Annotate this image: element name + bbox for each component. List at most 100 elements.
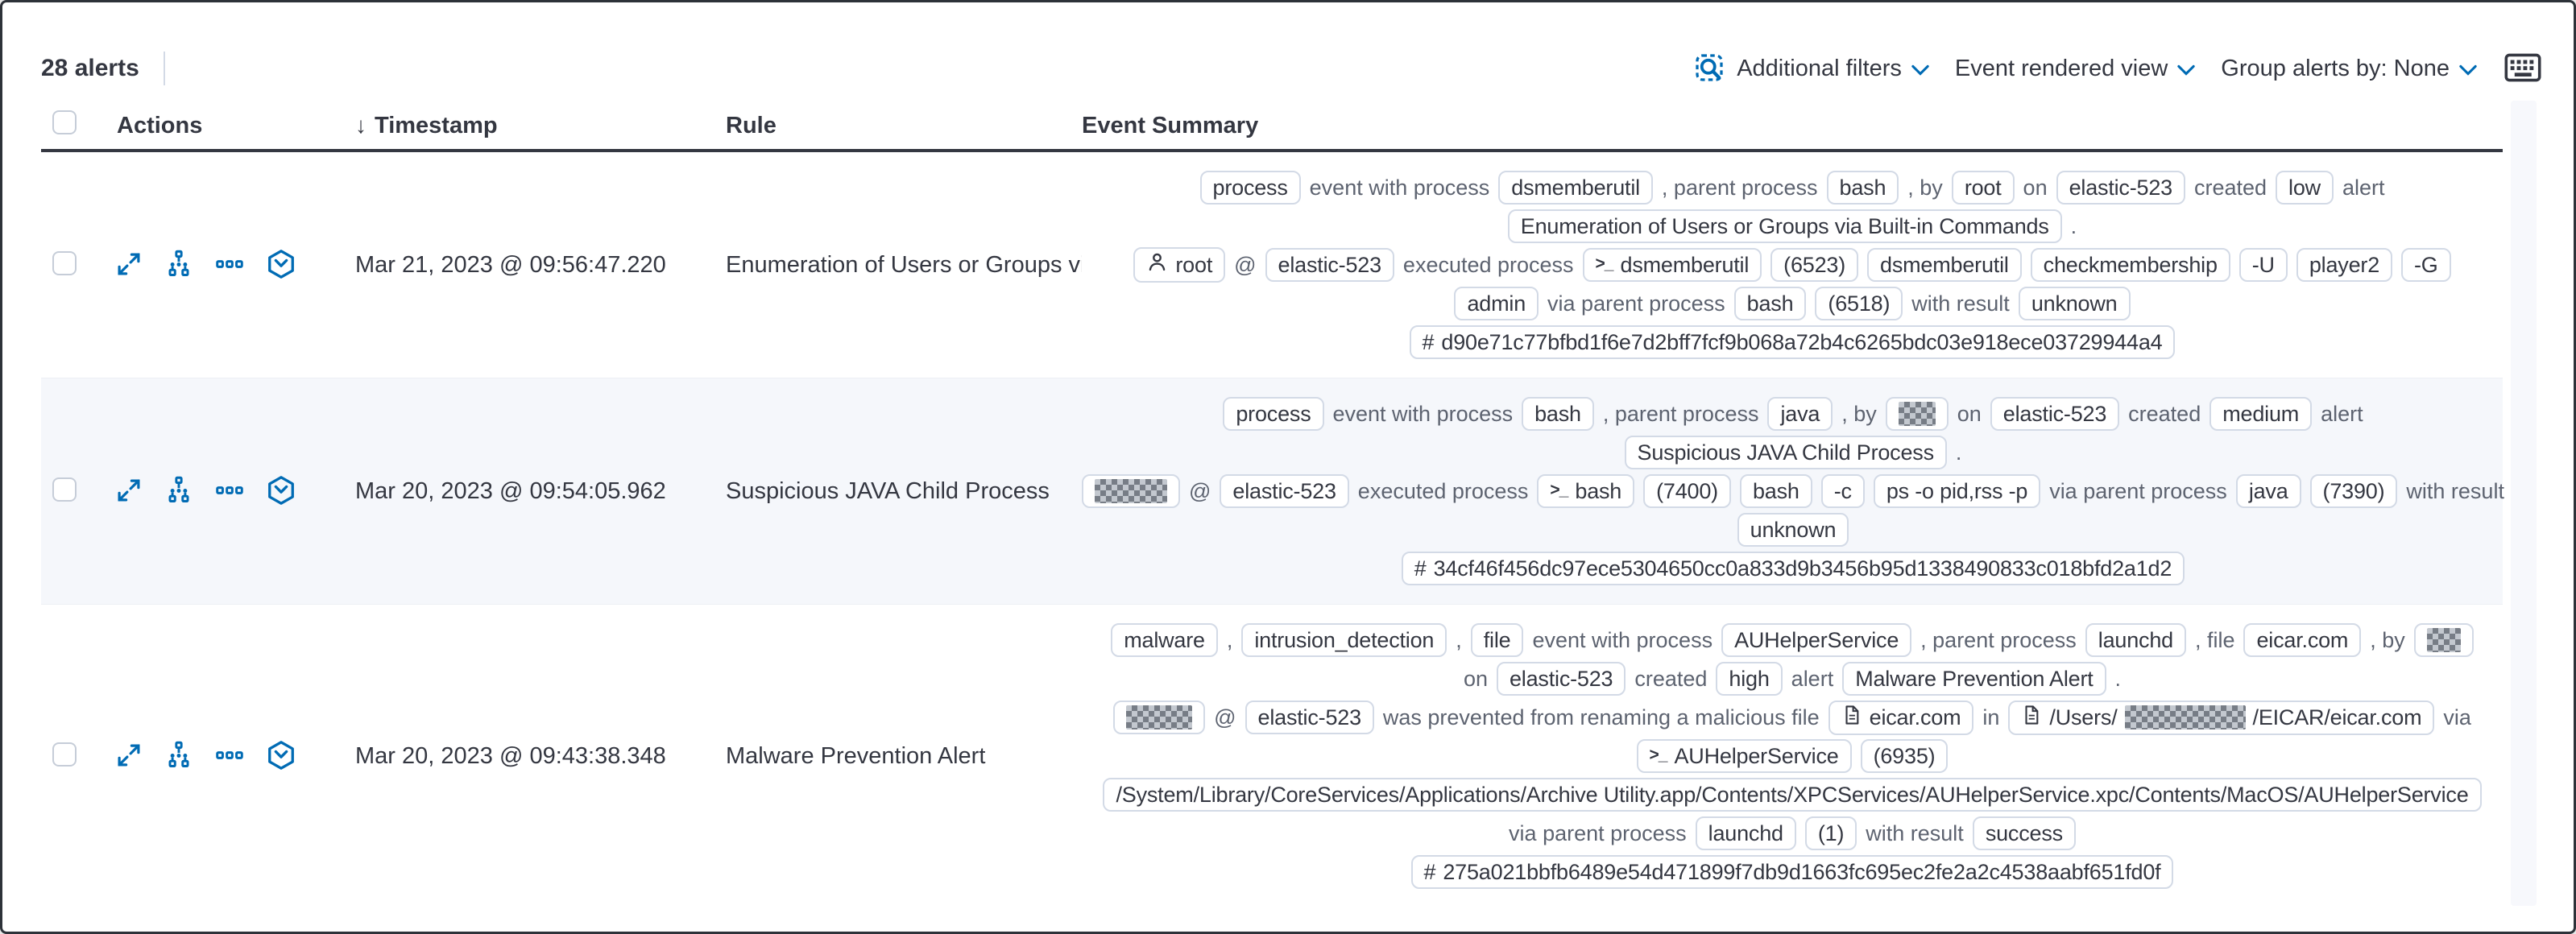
field-badge[interactable]: launchd: [2085, 623, 2186, 657]
field-badge[interactable]: -G: [2401, 248, 2451, 282]
field-badge[interactable]: elastic-523: [1265, 248, 1394, 282]
summary-text: @: [1214, 705, 1236, 729]
field-badge[interactable]: (7390): [2309, 474, 2398, 508]
field-badge[interactable]: bash: [1733, 287, 1807, 320]
field-badge[interactable]: Suspicious JAVA Child Process: [1624, 436, 1947, 469]
row-checkbox[interactable]: [52, 250, 77, 275]
timestamp-header[interactable]: ↓ Timestamp: [355, 112, 498, 138]
field-badge[interactable]: (1): [1804, 816, 1857, 850]
summary-text: .: [2070, 213, 2077, 238]
row-actions: [99, 475, 355, 508]
field-badge[interactable]: root: [1951, 171, 2015, 205]
analyze-event-button[interactable]: [164, 741, 193, 772]
field-badge[interactable]: elastic-523: [1496, 662, 1626, 696]
analyze-event-button[interactable]: [164, 476, 193, 507]
alert-rule-link[interactable]: Malware Prevention Alert: [726, 742, 986, 769]
field-badge[interactable]: /System/Library/CoreServices/Application…: [1103, 778, 2482, 812]
redacted-field-badge[interactable]: [1113, 700, 1206, 734]
field-badge[interactable]: low: [2276, 171, 2334, 205]
additional-filters-button[interactable]: Additional filters: [1737, 56, 1929, 82]
field-badge[interactable]: malware: [1111, 623, 1218, 657]
analyzer-graph-icon: [164, 741, 193, 772]
field-badge[interactable]: checkmembership: [2030, 248, 2230, 282]
field-badge[interactable]: bash: [1826, 171, 1899, 205]
field-badge[interactable]: high: [1716, 662, 1783, 696]
field-badge[interactable]: (6523): [1770, 248, 1859, 282]
field-badge[interactable]: Malware Prevention Alert: [1842, 662, 2106, 696]
process-field-badge[interactable]: >_bash: [1537, 474, 1635, 508]
field-badge[interactable]: file: [1470, 623, 1524, 657]
session-view-button[interactable]: [266, 249, 296, 282]
field-badge[interactable]: elastic-523: [1990, 397, 2120, 431]
field-badge[interactable]: medium: [2209, 397, 2313, 431]
alert-rule-link[interactable]: Suspicious JAVA Child Process: [726, 477, 1050, 504]
expand-alert-button[interactable]: [115, 250, 143, 280]
field-badge[interactable]: (7400): [1643, 474, 1731, 508]
field-badge[interactable]: success: [1972, 816, 2076, 850]
more-actions-button[interactable]: [215, 250, 244, 281]
summary-text: .: [1955, 440, 1962, 465]
field-badge[interactable]: (6518): [1815, 287, 1903, 320]
hash-field-badge[interactable]: #275a021bbfb6489e54d471899f7db9d1663fc69…: [1410, 855, 2174, 889]
field-badge[interactable]: dsmemberutil: [1498, 171, 1653, 205]
file-path-field-badge[interactable]: /Users//EICAR/eicar.com: [2008, 700, 2435, 735]
field-badge[interactable]: java: [1767, 397, 1833, 431]
session-view-button[interactable]: [266, 740, 296, 773]
more-actions-button[interactable]: [215, 741, 244, 772]
field-badge[interactable]: player2: [2296, 248, 2393, 282]
field-badge[interactable]: elastic-523: [1220, 474, 1349, 508]
field-badge[interactable]: AUHelperService: [1721, 623, 1912, 657]
field-badge[interactable]: admin: [1454, 287, 1539, 320]
field-badge[interactable]: Enumeration of Users or Groups via Built…: [1507, 209, 2062, 243]
session-view-cube-icon: [266, 740, 296, 773]
redacted-field-badge[interactable]: [1885, 397, 1949, 431]
session-view-button[interactable]: [266, 475, 296, 508]
field-badge[interactable]: java: [2235, 474, 2301, 508]
row-checkbox[interactable]: [52, 477, 77, 502]
more-actions-button[interactable]: [215, 476, 244, 507]
process-field-badge[interactable]: >_dsmemberutil: [1582, 248, 1762, 282]
keyboard-shortcuts-button[interactable]: [2504, 53, 2541, 85]
view-selector-button[interactable]: Event rendered view: [1955, 56, 2196, 82]
summary-text: on: [1463, 666, 1488, 691]
field-badge[interactable]: bash: [1739, 474, 1812, 508]
analyze-event-button[interactable]: [164, 250, 193, 281]
alert-rule-link[interactable]: Enumeration of Users or Groups via Bui: [726, 251, 1082, 278]
field-badge[interactable]: elastic-523: [2056, 171, 2185, 205]
expand-alert-button[interactable]: [115, 477, 143, 506]
field-badge[interactable]: process: [1199, 171, 1301, 205]
field-badge[interactable]: -c: [1820, 474, 1865, 508]
field-badge[interactable]: bash: [1522, 397, 1594, 431]
field-badge[interactable]: unknown: [1737, 513, 1849, 547]
field-badge[interactable]: launchd: [1695, 816, 1796, 850]
alert-timestamp: Mar 20, 2023 @ 09:54:05.962: [355, 477, 666, 504]
inspect-button[interactable]: [1693, 52, 1725, 86]
field-badge[interactable]: -U: [2238, 248, 2288, 282]
user-icon: [1146, 251, 1168, 279]
vertical-scrollbar[interactable]: [2511, 101, 2537, 906]
user-field-badge[interactable]: root: [1133, 247, 1226, 283]
redacted-field-badge[interactable]: [2413, 623, 2474, 657]
group-alerts-select[interactable]: Group alerts by: None: [2221, 56, 2477, 82]
field-badge[interactable]: intrusion_detection: [1241, 623, 1447, 657]
redacted-field-badge[interactable]: [1082, 474, 1180, 508]
summary-text: @: [1234, 252, 1257, 277]
field-badge[interactable]: dsmemberutil: [1867, 248, 2022, 282]
field-badge[interactable]: process: [1223, 397, 1324, 431]
alert-row: Mar 20, 2023 @ 09:54:05.962 Suspicious JA…: [41, 378, 2504, 604]
field-badge[interactable]: unknown: [2018, 287, 2131, 320]
additional-filters-label: Additional filters: [1737, 55, 1902, 81]
field-badge[interactable]: (6935): [1860, 739, 1949, 773]
row-checkbox[interactable]: [52, 742, 77, 767]
select-all-checkbox[interactable]: [52, 110, 77, 134]
process-field-badge[interactable]: >_AUHelperService: [1636, 739, 1852, 773]
field-badge[interactable]: eicar.com: [2243, 623, 2362, 657]
file-field-badge[interactable]: eicar.com: [1828, 700, 1974, 735]
hash-field-badge[interactable]: #d90e71c77bfbd1f6e7d2bff7fcf9b068a72b4c6…: [1409, 325, 2176, 359]
hash-field-badge[interactable]: #34cf46f456dc97ece5304650cc0a833d9b3456b…: [1401, 552, 2185, 585]
expand-alert-button[interactable]: [115, 742, 143, 771]
field-badge[interactable]: elastic-523: [1245, 700, 1374, 734]
field-badge[interactable]: ps -o pid,rss -p: [1873, 474, 2041, 508]
summary-text: alert: [2342, 175, 2385, 200]
